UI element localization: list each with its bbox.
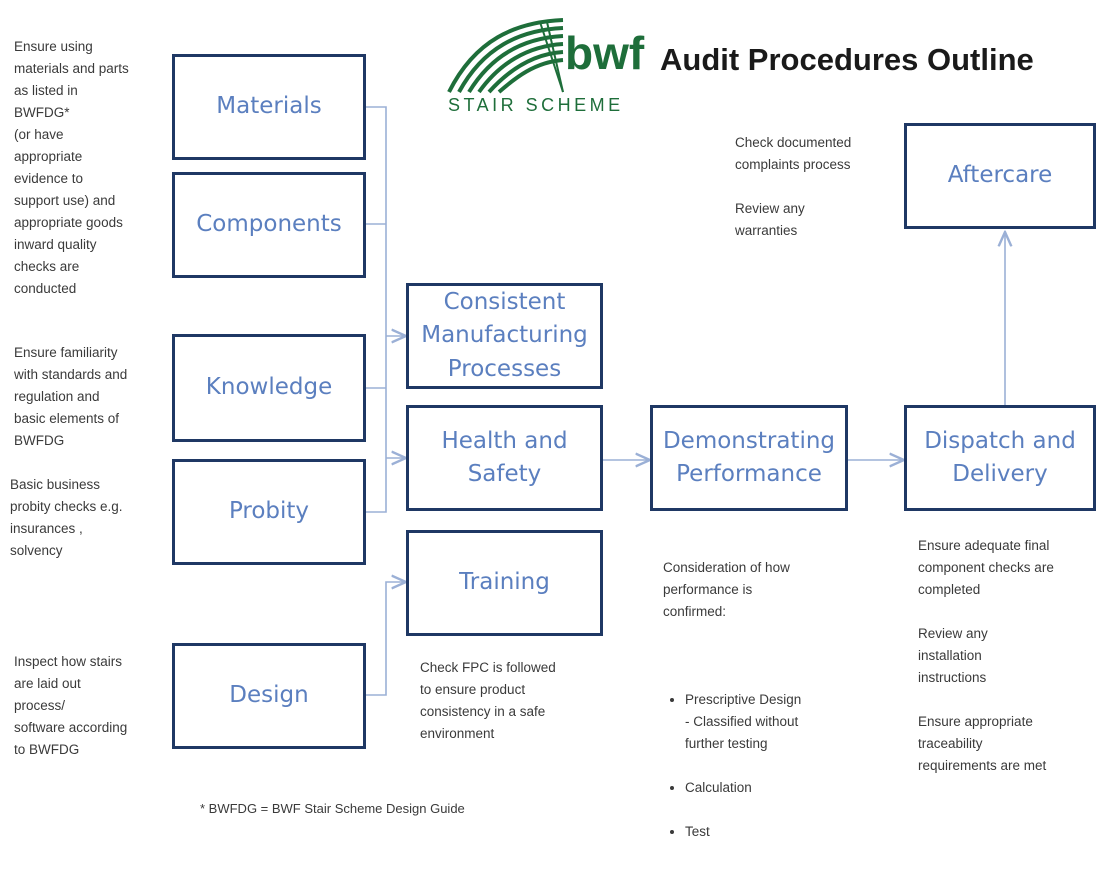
dispatch-note: Ensure adequate final component checks a…	[918, 538, 1054, 773]
probity-note: Basic business probity checks e.g. insur…	[10, 477, 123, 558]
performance-bullets: Prescriptive Design - Classified without…	[663, 667, 843, 865]
connector-materials	[366, 106, 387, 460]
training-note: Check FPC is followed to ensure product …	[420, 660, 556, 741]
aftercare-note: Check documented complaints process Revi…	[735, 135, 852, 238]
knowledge-box: Knowledge	[172, 334, 366, 442]
training-box: Training	[406, 530, 603, 636]
page-title: Audit Procedures Outline	[660, 42, 1034, 77]
logo-subtitle: STAIR SCHEME	[448, 95, 624, 115]
connector-design	[366, 582, 406, 696]
materials-box: Materials	[172, 54, 366, 160]
logo-wordmark: bwf	[565, 27, 645, 79]
dispatch-and-delivery-box: Dispatch and Delivery	[904, 405, 1096, 511]
stair-logo-icon	[447, 18, 564, 94]
bullet-test: Test	[685, 821, 843, 843]
bullet-calculation: Calculation	[685, 777, 843, 799]
bullet-prescriptive-design: Prescriptive Design - Classified without…	[685, 689, 843, 755]
design-note: Inspect how stairs are laid out process/…	[14, 654, 128, 757]
health-and-safety-box: Health and Safety	[406, 405, 603, 511]
performance-note: Consideration of how performance is conf…	[663, 535, 843, 887]
connector-lines	[366, 106, 1096, 696]
consistent-manufacturing-box: Consistent Manufacturing Processes	[406, 283, 603, 389]
connector-probity	[366, 460, 387, 513]
aftercare-box: Aftercare	[904, 123, 1096, 229]
demonstrating-performance-box: Demonstrating Performance	[650, 405, 848, 511]
design-box: Design	[172, 643, 366, 749]
components-box: Components	[172, 172, 366, 278]
materials-note: Ensure using materials and parts as list…	[14, 39, 129, 296]
footnote: * BWFDG = BWF Stair Scheme Design Guide	[200, 801, 465, 816]
performance-intro: Consideration of how performance is conf…	[663, 560, 790, 619]
knowledge-note: Ensure familiarity with standards and re…	[14, 345, 128, 448]
probity-box: Probity	[172, 459, 366, 565]
